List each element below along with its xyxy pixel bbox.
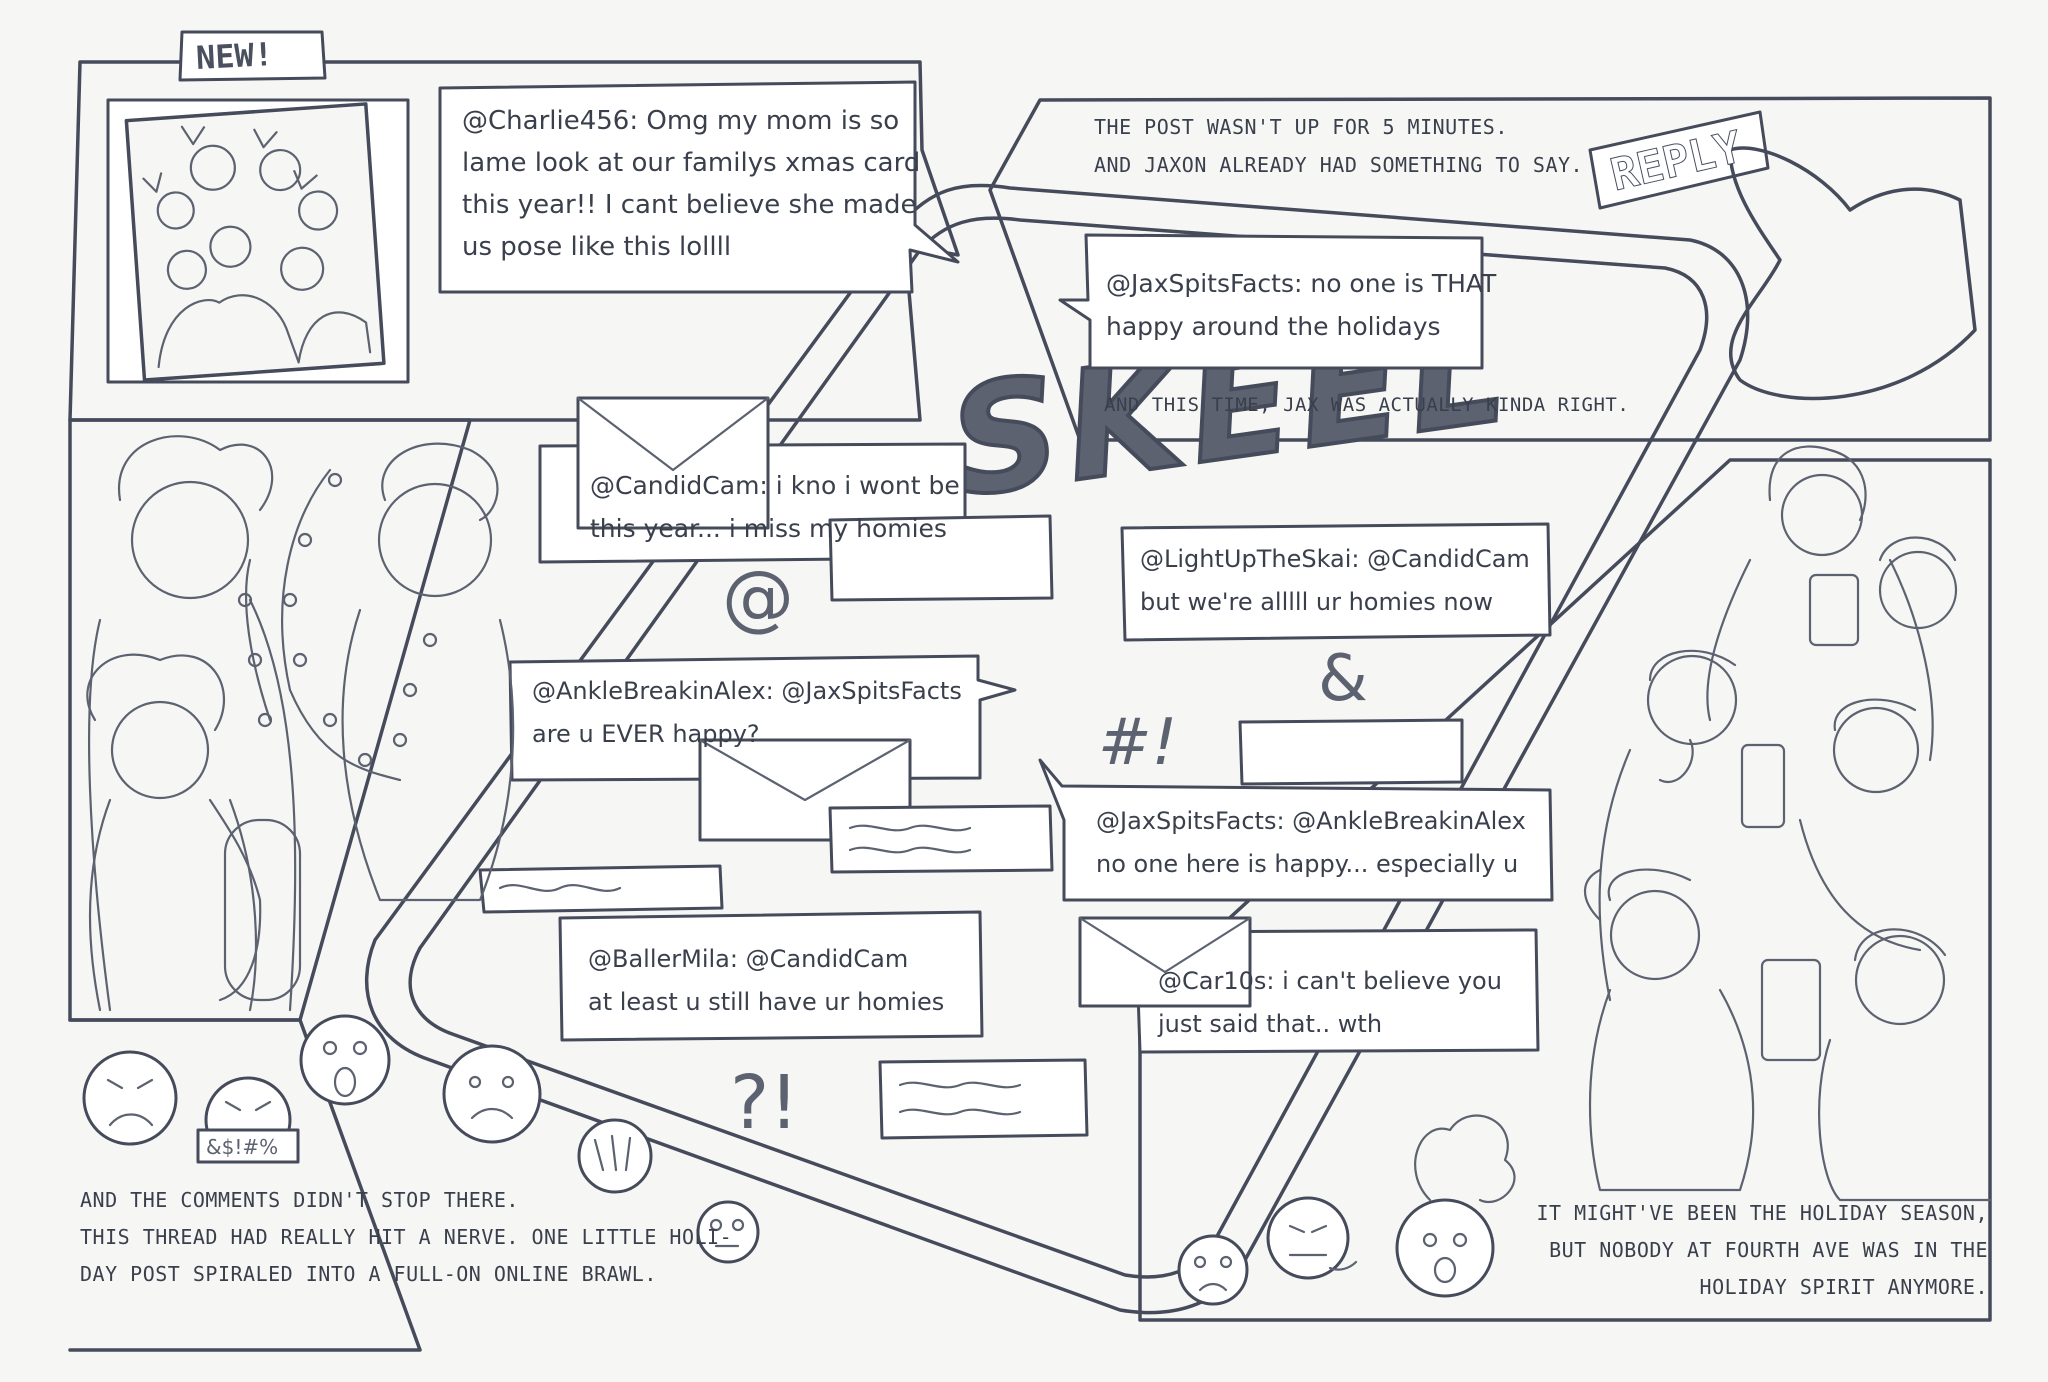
blank-bubble <box>478 864 724 914</box>
pointing-finger <box>1728 146 1977 401</box>
facepalm-emoji <box>577 1118 653 1194</box>
new-tag-box <box>178 30 327 82</box>
top-right-panel-border <box>988 96 1992 442</box>
caption-bottom-right-line: HOLIDAY SPIRIT ANYMORE. <box>1699 1275 1988 1299</box>
caption-bottom-right-line: BUT NOBODY AT FOURTH AVE WAS IN THE <box>1549 1238 1988 1262</box>
charlie-post-line: lame look at our familys xmas card <box>462 148 921 178</box>
jax-reply-line: @JaxSpitsFacts: @AnkleBreakinAlex <box>1096 807 1526 835</box>
jax-post: @JaxSpitsFacts: no one is THAT happy aro… <box>1106 262 1496 348</box>
lightup-bubble-frame <box>1120 522 1552 642</box>
caption-mid: AND THIS TIME, JAX WAS ACTUALLY KINDA RI… <box>1104 394 1630 416</box>
jax-reply-post: @JaxSpitsFacts: @AnkleBreakinAlex no one… <box>1096 800 1526 886</box>
jax-bubble-frame <box>1058 233 1484 370</box>
carlos-post: @Car10s: i can't believe you just said t… <box>1158 960 1502 1046</box>
mila-post-line: @BallerMila: @CandidCam <box>588 945 909 973</box>
blank-bubble <box>828 514 1054 602</box>
dizzy-emoji <box>696 1200 760 1264</box>
charlie-post: @Charlie456: Omg my mom is so lame look … <box>462 100 920 268</box>
caption-top: THE POST WASN'T UP FOR 5 MINUTES. AND JA… <box>1094 108 1583 184</box>
shocked-emoji <box>299 1014 391 1106</box>
bottom-left-panel-border <box>68 1018 422 1352</box>
jax-post-line: happy around the holidays <box>1106 312 1441 341</box>
candid-post: @CandidCam: i kno i wont be this year...… <box>590 464 960 550</box>
caption-bottom-right-line: IT MIGHT'VE BEEN THE HOLIDAY SEASON, <box>1536 1201 1988 1225</box>
students-reacting-drawing <box>1584 445 1992 1202</box>
worried-emoji <box>442 1044 542 1144</box>
lightup-post-line: @LightUpTheSkai: @CandidCam <box>1140 545 1530 573</box>
charlie-post-line: us pose like this lollll <box>462 232 732 262</box>
at-symbol: @ <box>722 555 794 639</box>
angry-emoji <box>82 1050 178 1146</box>
frustrated-emoji <box>1266 1196 1358 1280</box>
blank-bubble <box>1238 718 1464 786</box>
jax-reply-line: no one here is happy... especially u <box>1096 850 1519 878</box>
candid-post-line: this year... i miss my homies <box>590 514 947 543</box>
caption-top-line: AND JAXON ALREADY HAD SOMETHING TO SAY. <box>1094 153 1584 177</box>
phone-screen-edge <box>408 216 1709 1279</box>
lightup-post: @LightUpTheSkai: @CandidCam but we're al… <box>1140 538 1530 624</box>
candid-post-line: @CandidCam: i kno i wont be <box>590 471 960 500</box>
phone-outline <box>364 183 1750 1315</box>
carlos-post-line: just said that.. wth <box>1158 1010 1383 1038</box>
family-xmas-card <box>106 98 410 384</box>
alex-post-line: @AnkleBreakinAlex: @JaxSpitsFacts <box>532 677 962 705</box>
charlie-post-line: @Charlie456: Omg my mom is so <box>462 106 900 136</box>
lightup-post-line: but we're alllll ur homies now <box>1140 588 1493 616</box>
caption-bottom-left-line: AND THE COMMENTS DIDN'T STOP THERE. <box>80 1188 519 1212</box>
alex-post-line: are u EVER happy? <box>532 720 760 748</box>
reply-button-drawing <box>1588 110 1770 210</box>
question-bang-symbol: ?! <box>730 1060 799 1146</box>
grawlix-emoji: &$!#% <box>196 1076 300 1164</box>
sad-emoji <box>1177 1234 1249 1306</box>
caption-top-line: THE POST WASN'T UP FOR 5 MINUTES. <box>1094 115 1508 139</box>
blank-bubble <box>878 1058 1089 1140</box>
right-panel-border <box>1138 458 1992 1322</box>
friends-decorating-drawing <box>86 435 515 1012</box>
ampersand-symbol: & <box>1318 642 1368 716</box>
blank-bubble <box>828 804 1054 874</box>
caption-bottom-left-line: DAY POST SPIRALED INTO A FULL-ON ONLINE … <box>80 1262 657 1286</box>
charlie-post-line: this year!! I cant believe she made <box>462 190 917 220</box>
mila-bubble-frame <box>558 910 984 1042</box>
new-tag: NEW! <box>195 35 275 77</box>
jax-reply-bubble-frame <box>1038 758 1554 902</box>
mila-post-line: at least u still have ur homies <box>588 988 945 1016</box>
mind-blown-emoji <box>1395 1114 1516 1298</box>
caption-bottom-left-line: THIS THREAD HAD REALLY HIT A NERVE. ONE … <box>80 1225 733 1249</box>
envelope-icon <box>1078 916 1252 1008</box>
grawlix-text: &$!#% <box>206 1135 278 1159</box>
charlie-bubble-frame <box>438 80 960 294</box>
carlos-post-line: @Car10s: i can't believe you <box>1158 967 1502 995</box>
jax-post-line: @JaxSpitsFacts: no one is THAT <box>1106 269 1497 298</box>
alex-post: @AnkleBreakinAlex: @JaxSpitsFacts are u … <box>532 670 962 756</box>
caption-bottom-left: AND THE COMMENTS DIDN'T STOP THERE. THIS… <box>80 1182 732 1293</box>
envelope-icon <box>576 396 770 530</box>
hash-bang-symbol: #! <box>1098 706 1177 780</box>
caption-bottom-right: IT MIGHT'VE BEEN THE HOLIDAY SEASON, BUT… <box>1537 1195 1988 1306</box>
mila-post: @BallerMila: @CandidCam at least u still… <box>588 938 944 1024</box>
